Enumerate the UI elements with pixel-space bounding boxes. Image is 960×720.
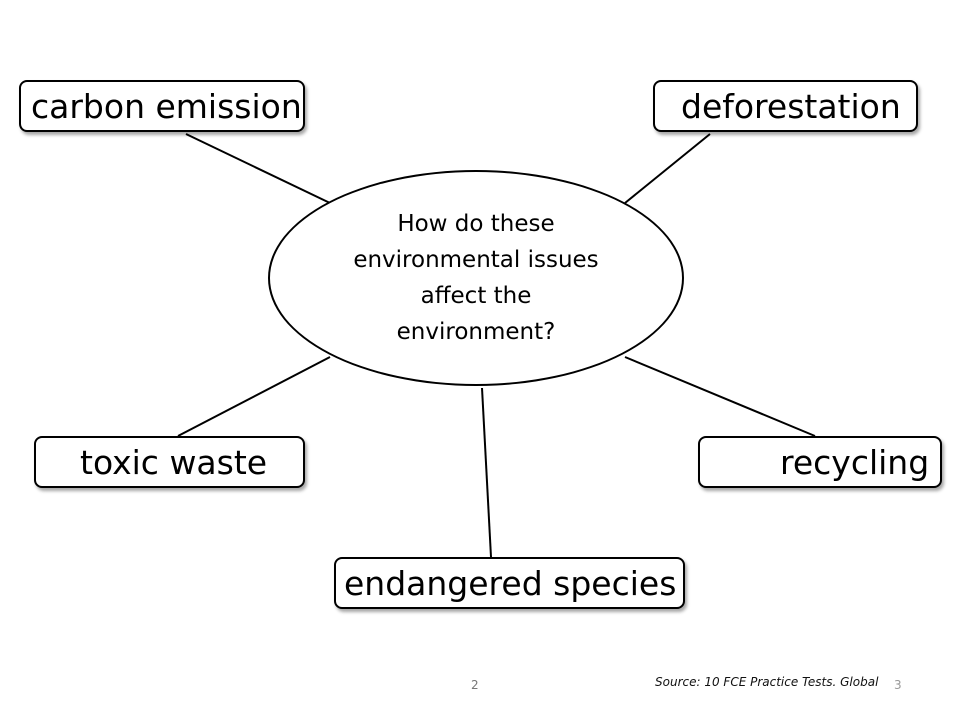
source-citation: Source: 10 FCE Practice Tests. Global bbox=[655, 675, 879, 689]
central-question-line: environment? bbox=[396, 319, 556, 345]
page-number: 2 bbox=[471, 678, 479, 692]
central-question-bubble: How do these environmental issues affect… bbox=[268, 170, 684, 386]
central-question-line: How do these bbox=[397, 211, 555, 237]
topic-label: deforestation bbox=[681, 86, 901, 126]
topic-carbon-emission: carbon emission bbox=[19, 80, 305, 132]
page-number-overlay: 3 bbox=[894, 678, 902, 692]
topic-endangered-species: endangered species bbox=[334, 557, 685, 609]
topic-label: carbon emission bbox=[31, 86, 302, 126]
topic-label: endangered species bbox=[344, 563, 677, 603]
connector-endangered-species bbox=[481, 387, 492, 558]
topic-label: recycling bbox=[780, 442, 930, 482]
connector-recycling bbox=[624, 356, 816, 437]
connector-carbon-emission bbox=[185, 133, 331, 204]
connector-deforestation bbox=[624, 133, 711, 204]
central-question-line: environmental issues bbox=[353, 247, 599, 273]
topic-recycling: recycling bbox=[698, 436, 942, 488]
topic-deforestation: deforestation bbox=[653, 80, 918, 132]
central-question: How do these environmental issues affect… bbox=[326, 206, 626, 350]
topic-toxic-waste: toxic waste bbox=[34, 436, 305, 488]
central-question-line: affect the bbox=[420, 283, 532, 309]
connector-toxic-waste bbox=[177, 356, 331, 437]
topic-label: toxic waste bbox=[80, 442, 268, 482]
